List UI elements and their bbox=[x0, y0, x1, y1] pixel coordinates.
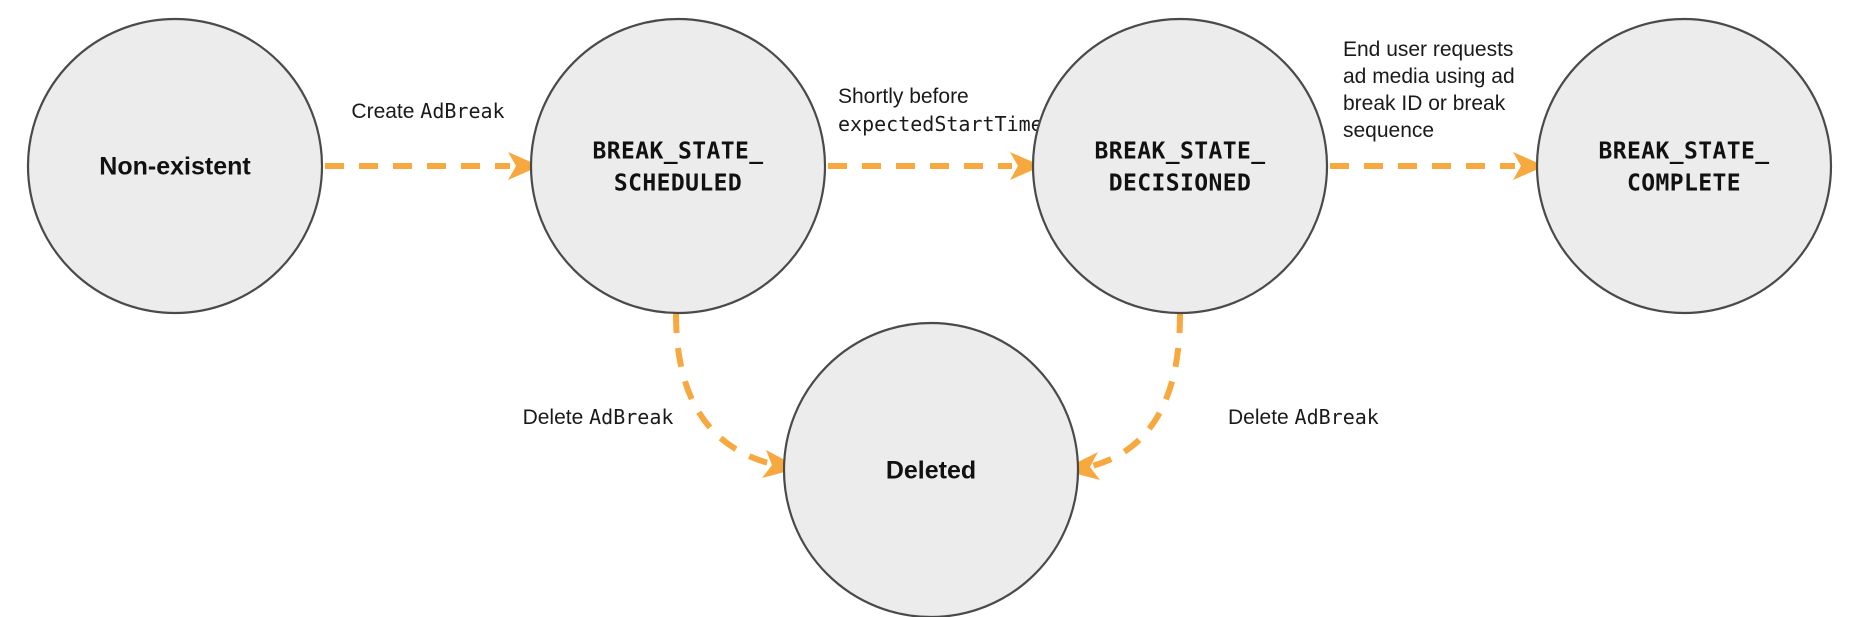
node-non-existent-label: Non-existent bbox=[99, 153, 251, 181]
edge-delete-from-decisioned-line bbox=[1091, 313, 1183, 469]
edge-label-end-user-requests-line-1: ad media using ad bbox=[1343, 65, 1515, 88]
node-break-state-scheduled-label-line1: BREAK_STATE_ bbox=[593, 139, 764, 165]
edge-label-delete-from-scheduled-run-1: AdBreak bbox=[589, 405, 673, 429]
node-break-state-decisioned-label-line1: BREAK_STATE_ bbox=[1095, 139, 1266, 165]
node-break-state-complete-label-line1: BREAK_STATE_ bbox=[1599, 139, 1770, 165]
edge-label-shortly-before: Shortly before expectedStartTime bbox=[838, 85, 1043, 136]
node-break-state-complete-circle bbox=[1535, 17, 1833, 315]
node-deleted-label: Deleted bbox=[886, 457, 976, 485]
node-deleted[interactable]: Deleted bbox=[782, 321, 1080, 617]
node-non-existent[interactable]: Non-existent bbox=[26, 17, 324, 315]
edge-label-delete-from-decisioned-run-0: Delete bbox=[1228, 406, 1295, 429]
edge-label-delete-from-decisioned: Delete AdBreak bbox=[1228, 405, 1379, 429]
edge-shortly-before-arrowhead bbox=[1010, 152, 1042, 180]
edge-label-end-user-requests-line-3: sequence bbox=[1343, 119, 1434, 142]
edge-create-adbreak-arrowhead bbox=[508, 152, 540, 180]
edge-label-create-adbreak-run-1: AdBreak bbox=[420, 99, 504, 123]
edge-label-end-user-requests-line-2: break ID or break bbox=[1343, 92, 1506, 115]
node-break-state-decisioned[interactable]: BREAK_STATE_ DECISIONED bbox=[1031, 17, 1329, 315]
node-break-state-decisioned-circle bbox=[1031, 17, 1329, 315]
node-break-state-complete[interactable]: BREAK_STATE_ COMPLETE bbox=[1535, 17, 1833, 315]
edge-label-delete-from-decisioned-run-1: AdBreak bbox=[1295, 405, 1379, 429]
edge-label-delete-from-scheduled-run-0: Delete bbox=[523, 406, 590, 429]
edge-label-shortly-before-line-1: expectedStartTime bbox=[838, 112, 1043, 136]
node-break-state-decisioned-label-line2: DECISIONED bbox=[1109, 171, 1251, 197]
node-break-state-scheduled-label-line2: SCHEDULED bbox=[614, 171, 742, 197]
edge-create-adbreak[interactable]: Create AdBreak bbox=[325, 99, 540, 180]
edge-delete-from-decisioned-arrowhead bbox=[1062, 452, 1100, 480]
node-non-existent-circle bbox=[26, 17, 324, 315]
edge-delete-from-scheduled-arrowhead bbox=[762, 450, 800, 478]
edge-delete-adbreak-from-scheduled[interactable]: Delete AdBreak bbox=[523, 313, 800, 478]
edge-delete-adbreak-from-decisioned[interactable]: Delete AdBreak bbox=[1062, 313, 1379, 480]
edge-label-delete-from-scheduled: Delete AdBreak bbox=[523, 405, 674, 429]
node-deleted-circle bbox=[782, 321, 1080, 617]
edge-label-shortly-before-line-0: Shortly before bbox=[838, 85, 969, 108]
node-break-state-complete-label-line2: COMPLETE bbox=[1627, 171, 1741, 197]
edge-delete-from-scheduled-line bbox=[673, 313, 773, 467]
edge-label-end-user-requests-line-0: End user requests bbox=[1343, 38, 1513, 61]
edge-label-create-adbreak-run-0: Create bbox=[351, 100, 420, 123]
edge-shortly-before-expected-start-time[interactable]: Shortly before expectedStartTime bbox=[828, 85, 1043, 180]
node-break-state-scheduled-circle bbox=[529, 17, 827, 315]
edge-end-user-requests-arrowhead bbox=[1513, 152, 1545, 180]
edge-end-user-requests-ad-media[interactable]: End user requests ad media using ad brea… bbox=[1330, 38, 1545, 180]
edge-label-create-adbreak: Create AdBreak bbox=[351, 99, 504, 123]
edge-label-end-user-requests: End user requests ad media using ad brea… bbox=[1343, 38, 1520, 142]
node-break-state-scheduled[interactable]: BREAK_STATE_ SCHEDULED bbox=[529, 17, 827, 315]
